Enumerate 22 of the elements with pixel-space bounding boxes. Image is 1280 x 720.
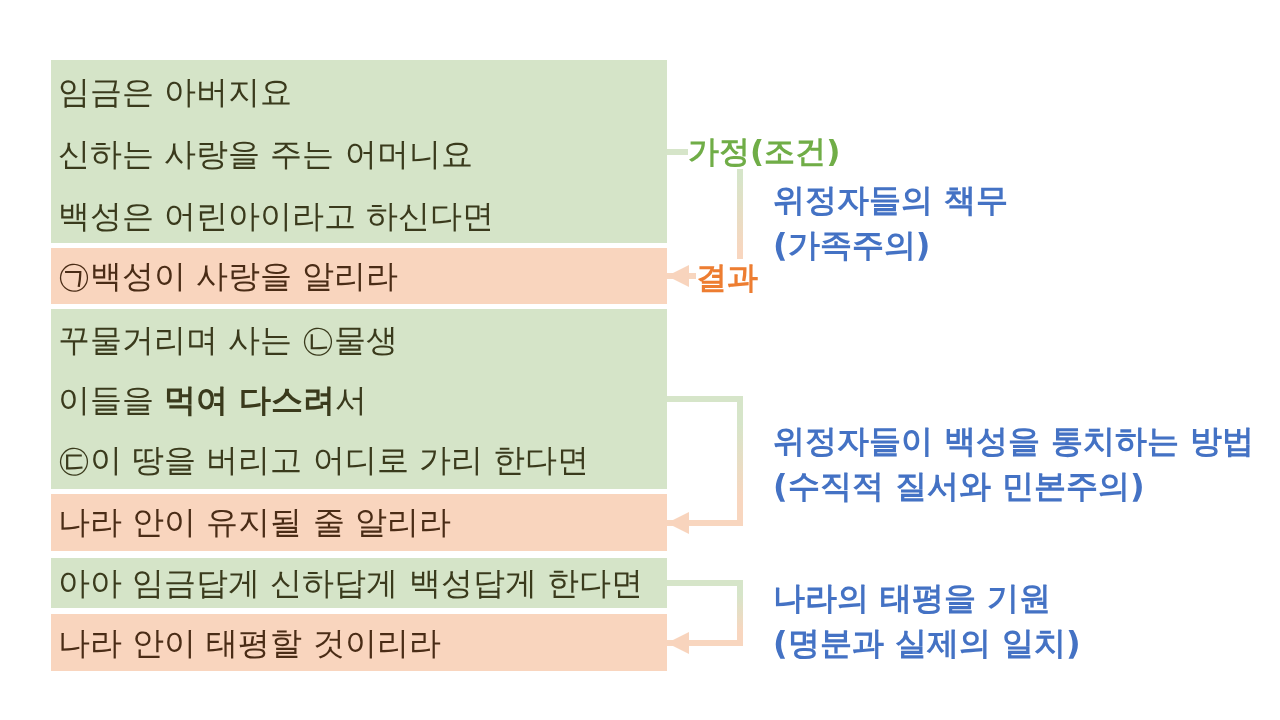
verse-line: 아아 임금답게 신하답게 백성답게 한다면 bbox=[58, 563, 643, 604]
verse-line: 백성은 어린아이라고 하신다면 bbox=[58, 196, 495, 237]
bracket-arrow bbox=[667, 396, 743, 534]
verse-line: 신하는 사랑을 주는 어머니요 bbox=[58, 134, 473, 175]
verse-line: 임금은 아버지요 bbox=[58, 72, 293, 113]
verse-band bbox=[51, 60, 667, 243]
edge-label: 위정자들이 백성을 통치하는 방법 (수직적 질서와 민본주의) bbox=[773, 421, 1256, 507]
edge-label: 위정자들의 책무 (가족주의) bbox=[773, 180, 1010, 266]
bracket-arrow bbox=[667, 580, 743, 654]
verse-band bbox=[51, 309, 667, 489]
verse-line: 꾸물거리며 사는 ㉡물생 bbox=[58, 320, 399, 361]
edge-label: 나라의 태평을 기원 (명분과 실제의 일치) bbox=[773, 578, 1082, 664]
verse-line: 나라 안이 유지될 줄 알리라 bbox=[58, 502, 451, 543]
verse-band bbox=[51, 494, 667, 551]
verse-line: ㉠백성이 사랑을 알리라 bbox=[58, 256, 399, 297]
verse-line: 나라 안이 태평할 것이리라 bbox=[58, 623, 441, 664]
verse-line: 이들을 먹여 다스려서 bbox=[58, 380, 368, 421]
verse-band bbox=[51, 614, 667, 671]
verse-band bbox=[51, 558, 667, 608]
verse-band bbox=[51, 248, 667, 304]
verse-line: ㉢이 땅을 버리고 어디로 가리 한다면 bbox=[58, 440, 589, 481]
bracket-label: 결과 bbox=[696, 259, 758, 295]
